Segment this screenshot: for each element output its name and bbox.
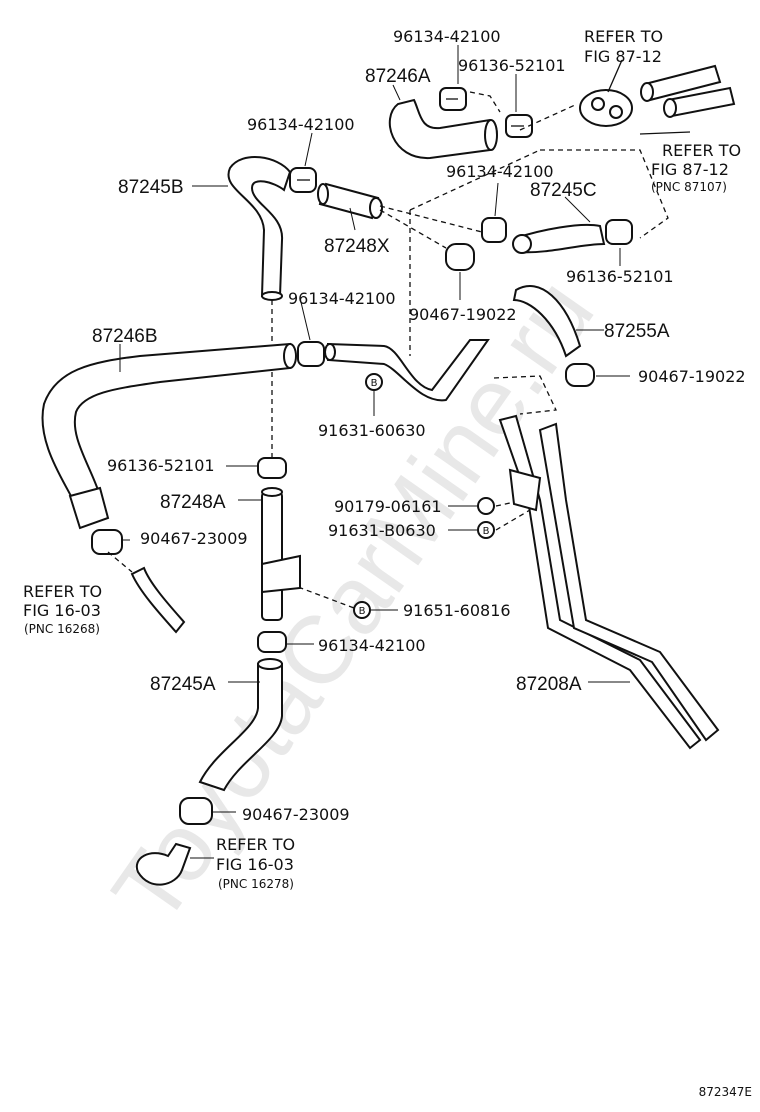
label-refer-bottom: REFER TO <box>216 835 295 854</box>
clamp-96134-bottom <box>257 631 287 653</box>
label-87245C: 87245C <box>530 180 597 201</box>
label-91631-B0630: 91631-B0630 <box>328 521 436 540</box>
fitting-refer-bottom <box>135 842 192 886</box>
label-refer-left: REFER TO <box>23 582 102 601</box>
label-pnc-left: (PNC 16268) <box>24 622 100 636</box>
label-96136-top: 96136-52101 <box>458 56 566 75</box>
heater-fitting-top <box>579 89 633 127</box>
svg-text:B: B <box>359 606 366 617</box>
label-90467-23009a: 90467-23009 <box>140 529 248 548</box>
clamp-96134-left <box>289 167 317 193</box>
label-91631-60630: 91631-60630 <box>318 421 426 440</box>
label-87245A: 87245A <box>150 674 216 695</box>
pipe-87248A <box>261 487 301 621</box>
label-fig-bottom: FIG 16-03 <box>216 855 294 874</box>
label-87246A: 87246A <box>365 66 431 87</box>
hose-87245A <box>198 658 283 792</box>
label-pnc-top2: (PNC 87107) <box>651 180 727 194</box>
label-87208A: 87208A <box>516 674 582 695</box>
bolt-91651-60816: B <box>353 601 371 619</box>
figure-code: 872347E <box>699 1085 752 1099</box>
label-96134-hose: 96134-42100 <box>288 289 396 308</box>
label-96134-mid: 96134-42100 <box>446 162 554 181</box>
label-96136-mid: 96136-52101 <box>566 267 674 286</box>
label-fig-top2: FIG 87-12 <box>651 160 729 179</box>
hose-87246A <box>388 98 498 160</box>
label-87255A: 87255A <box>604 321 670 342</box>
label-87248A: 87248A <box>160 492 226 513</box>
label-fig-left: FIG 16-03 <box>23 601 101 620</box>
clamp-90467-19022a <box>445 243 475 271</box>
pipe-small-center <box>324 339 490 402</box>
label-87248X: 87248X <box>324 236 390 257</box>
union-87248X <box>317 182 383 220</box>
svg-text:B: B <box>371 378 378 389</box>
label-refer-top1: REFER TO <box>584 27 663 46</box>
clamp-96134-hose <box>297 341 325 367</box>
hose-87245C <box>512 223 606 254</box>
label-90467-19022b: 90467-19022 <box>638 367 746 386</box>
clamp-90467-23009b <box>179 797 213 825</box>
clamp-96134-top <box>439 87 467 111</box>
label-87246B: 87246B <box>92 326 158 347</box>
hose-87245B <box>227 155 292 301</box>
heater-pipes-top-right <box>640 64 736 118</box>
bolt-91631-60630: B <box>365 373 383 391</box>
clamp-96136-low <box>257 457 287 479</box>
clamp-96136-top <box>505 114 533 138</box>
pipe-refer-left <box>130 566 186 634</box>
label-90467-19022a: 90467-19022 <box>409 305 517 324</box>
svg-text:B: B <box>483 526 490 537</box>
clamp-96134-mid <box>481 217 507 243</box>
hose-87246B <box>41 342 297 530</box>
label-96136-low: 96136-52101 <box>107 456 215 475</box>
clamp-96136-mid <box>605 219 633 245</box>
label-96134-bottom: 96134-42100 <box>318 636 426 655</box>
pipe-87208A <box>498 414 720 750</box>
hose-87255A <box>512 285 582 358</box>
label-refer-top2: REFER TO <box>662 141 741 160</box>
label-87245B: 87245B <box>118 177 184 198</box>
label-96134-top: 96134-42100 <box>393 27 501 46</box>
label-90467-23009b: 90467-23009 <box>242 805 350 824</box>
label-91651: 91651-60816 <box>403 601 511 620</box>
clamp-90467-19022b <box>565 363 595 387</box>
label-fig-top1: FIG 87-12 <box>584 47 662 66</box>
label-90179: 90179-06161 <box>334 497 442 516</box>
bolt-91631-B0630: B <box>477 521 495 539</box>
label-96134-left: 96134-42100 <box>247 115 355 134</box>
label-pnc-bottom: (PNC 16278) <box>218 877 294 891</box>
nut-90179-06161 <box>477 497 495 515</box>
clamp-90467-23009a <box>91 529 123 555</box>
